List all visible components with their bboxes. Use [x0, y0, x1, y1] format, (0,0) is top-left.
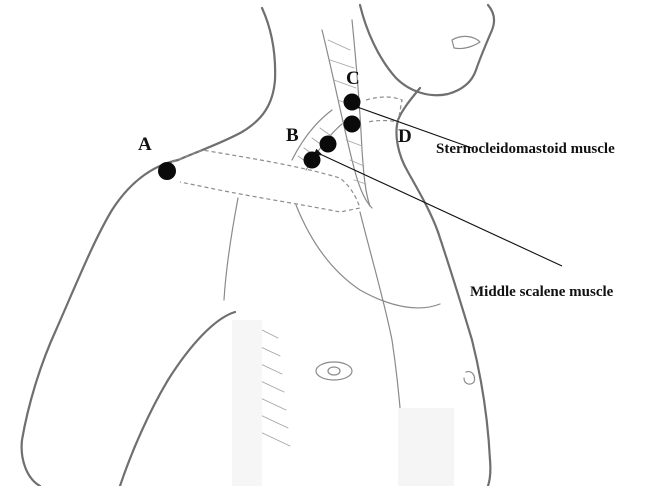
middle-scalene-label: Middle scalene muscle [470, 284, 614, 300]
nipple-outline [316, 362, 352, 380]
lips-outline [452, 36, 480, 48]
shoulder-arm-outline [22, 160, 178, 486]
scan-shading-right [398, 408, 454, 486]
chest-contour [296, 205, 440, 308]
back-of-neck-outline [178, 8, 275, 160]
sternocleidomastoid-label: Sternocleidomastoid muscle [436, 141, 615, 157]
inner-arm-outline [120, 312, 235, 486]
nipple-center [328, 367, 340, 375]
jaw-outline [360, 5, 494, 95]
right-nipple-outline [464, 372, 475, 384]
armpit-seam [224, 198, 238, 300]
throat-dashed-outline [366, 97, 402, 122]
point-b-label: B [286, 125, 299, 146]
point-a-label: A [138, 134, 152, 155]
sternum-line [360, 212, 404, 470]
point-d-label: D [398, 126, 412, 147]
scan-shading-left [232, 320, 262, 486]
point-c-lower-marker [344, 116, 361, 133]
scalene-arrow [322, 155, 562, 266]
point-b-upper-marker [320, 136, 337, 153]
point-c-upper-marker [344, 94, 361, 111]
body-sketch [22, 5, 494, 486]
point-c-label: C [346, 68, 360, 89]
point-b-lower-marker [304, 152, 321, 169]
front-neck-outline [396, 88, 438, 232]
point-a-marker [158, 162, 176, 180]
scm-muscle-sketch [322, 20, 372, 208]
